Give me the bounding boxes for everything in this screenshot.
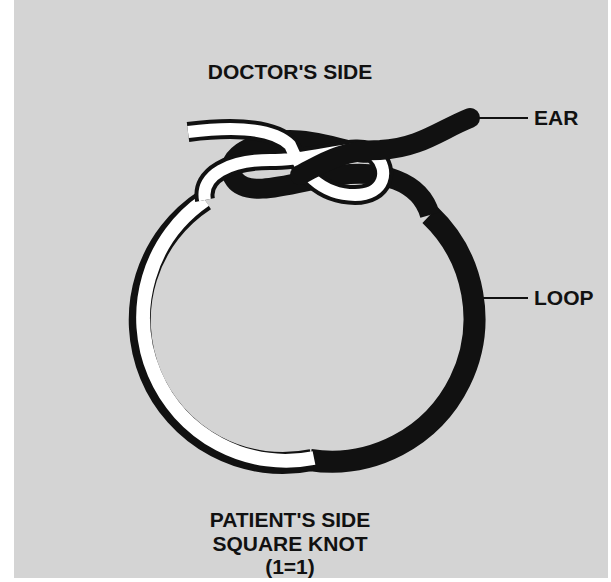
black-ear	[300, 118, 470, 175]
white-knot-outline	[188, 129, 383, 200]
gray-panel	[14, 0, 608, 578]
white-strand	[143, 200, 314, 461]
leader-line	[465, 297, 528, 299]
part-name: LOOP	[534, 286, 594, 309]
white-knot	[188, 129, 383, 200]
black-strand	[310, 215, 474, 462]
side-label: DOCTOR'S SIDE	[208, 60, 372, 83]
part-name: EAR	[534, 106, 578, 129]
side-label: PATIENT'S SIDE	[210, 508, 371, 531]
knot-title: SQUARE KNOT	[212, 532, 367, 555]
ratio-note: (1=1)	[265, 555, 315, 578]
leader-line	[478, 117, 528, 119]
